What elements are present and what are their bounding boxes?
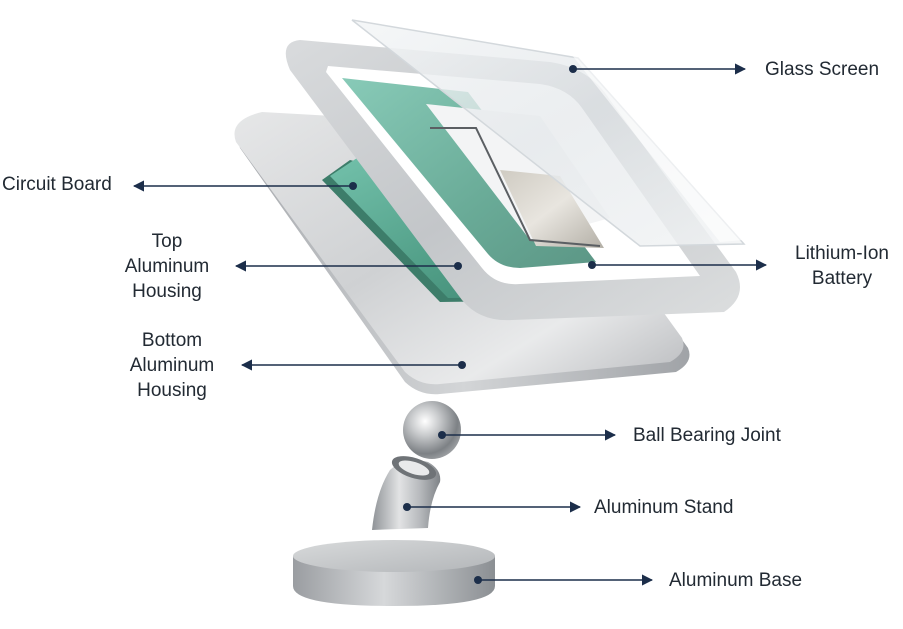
label-top-housing-line1: Top bbox=[151, 231, 183, 252]
label-top-housing-line3: Housing bbox=[132, 281, 202, 302]
ball-bearing-part bbox=[403, 401, 461, 459]
label-bottom-housing-line3: Housing bbox=[137, 380, 207, 401]
label-top-housing: Top Aluminum Housing bbox=[112, 229, 222, 304]
label-base: Aluminum Base bbox=[669, 570, 803, 591]
label-ball-joint: Ball Bearing Joint bbox=[633, 425, 781, 446]
label-bottom-housing: Bottom Aluminum Housing bbox=[117, 328, 227, 403]
label-bottom-housing-line2: Aluminum bbox=[129, 355, 215, 376]
label-battery-line1: Lithium-Ion bbox=[795, 243, 889, 264]
label-top-housing-line2: Aluminum bbox=[124, 256, 210, 277]
glass-screen-part bbox=[351, 19, 746, 247]
label-glass-screen: Glass Screen bbox=[765, 59, 880, 80]
label-battery: Lithium-Ion Battery bbox=[782, 241, 902, 291]
aluminum-stand-part bbox=[372, 456, 441, 530]
label-stand: Aluminum Stand bbox=[594, 497, 734, 518]
label-bottom-housing-line1: Bottom bbox=[141, 330, 203, 351]
label-battery-line2: Battery bbox=[811, 268, 873, 289]
top-housing-part bbox=[285, 40, 740, 321]
leader-lines bbox=[132, 63, 768, 586]
label-circuit-board: Circuit Board bbox=[2, 174, 112, 195]
aluminum-base-part bbox=[293, 540, 495, 606]
